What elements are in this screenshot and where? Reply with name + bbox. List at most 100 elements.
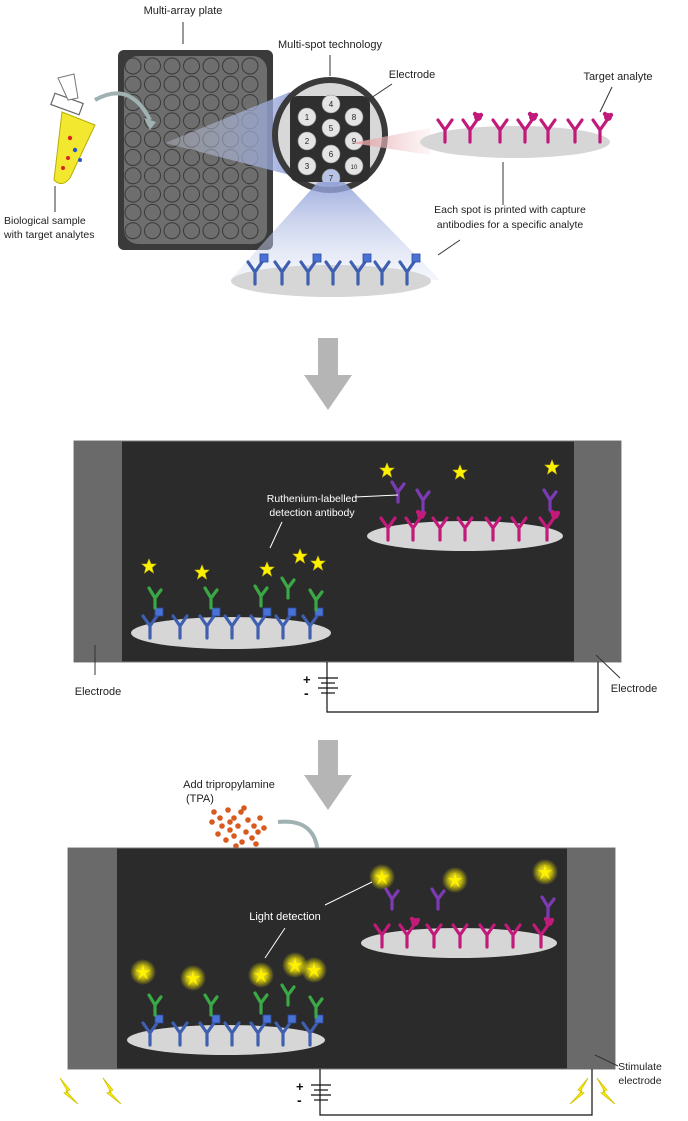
plate-well bbox=[202, 222, 220, 240]
electrode-label-top: Electrode bbox=[389, 69, 435, 81]
plate-well bbox=[124, 203, 142, 221]
spot-8 bbox=[344, 107, 364, 127]
spot-number-10: 10 bbox=[351, 165, 358, 171]
tpa-line2: (TPA) bbox=[186, 793, 214, 805]
glowing-star-icon bbox=[247, 961, 275, 989]
plate-well bbox=[163, 112, 181, 130]
plate-well bbox=[144, 185, 161, 203]
electrode-block-right-3 bbox=[567, 848, 615, 1069]
plate-well bbox=[222, 203, 239, 221]
spot-number-1: 1 bbox=[305, 113, 310, 122]
plate-well bbox=[144, 130, 161, 148]
minus-sign-2: - bbox=[304, 685, 309, 701]
plate-well bbox=[144, 222, 161, 240]
tpa-dot bbox=[243, 829, 249, 835]
spot-number-3: 3 bbox=[305, 162, 310, 171]
tpa-dot bbox=[211, 809, 217, 815]
plate-well bbox=[124, 149, 142, 166]
electrode-block-right bbox=[574, 441, 621, 662]
lightning-bolt-icon-4 bbox=[596, 1077, 616, 1105]
spot-2 bbox=[297, 131, 317, 151]
spot-note-line1: Each spot is printed with capture bbox=[434, 204, 586, 216]
plate-well bbox=[183, 57, 200, 75]
plate-well bbox=[202, 167, 220, 185]
tpa-dot bbox=[215, 831, 221, 837]
spot-note-line2: antibodies for a specific analyte bbox=[437, 219, 584, 231]
zoom-beam bbox=[165, 92, 290, 175]
plate-well bbox=[163, 94, 181, 112]
plate-well bbox=[124, 222, 142, 240]
spot-3 bbox=[297, 156, 317, 176]
plate-well bbox=[124, 112, 142, 130]
down-arrow-1 bbox=[304, 338, 352, 410]
tpa-dot bbox=[261, 825, 267, 831]
plate-well bbox=[163, 149, 181, 166]
minus-sign-3: - bbox=[297, 1092, 302, 1108]
tpa-dot bbox=[239, 839, 245, 845]
plate-label: Multi-array plate bbox=[144, 5, 223, 17]
plate-well bbox=[222, 94, 239, 112]
plate-well bbox=[144, 75, 161, 93]
plate-well bbox=[144, 149, 161, 166]
plus-sign-2: + bbox=[303, 672, 311, 687]
plate-well bbox=[144, 112, 161, 130]
plate-well bbox=[163, 185, 181, 203]
plate-well bbox=[163, 222, 181, 240]
plate-well bbox=[183, 167, 200, 185]
plate-well bbox=[202, 203, 220, 221]
down-arrow-2 bbox=[304, 740, 352, 810]
spot-number-2: 2 bbox=[305, 137, 310, 146]
plate-well bbox=[183, 203, 200, 221]
plate-well bbox=[144, 94, 161, 112]
sample-tube bbox=[50, 73, 96, 184]
electrode-block-left bbox=[74, 441, 122, 662]
plate-well bbox=[241, 167, 259, 185]
plate-well bbox=[222, 222, 239, 240]
spot-number-6: 6 bbox=[329, 150, 334, 159]
plate-well bbox=[241, 222, 259, 240]
tpa-dot bbox=[235, 823, 241, 829]
glowing-star-icon bbox=[368, 863, 396, 891]
tpa-dot bbox=[253, 841, 259, 847]
tpa-dot bbox=[225, 807, 231, 813]
lightning-bolt-icon-3 bbox=[569, 1077, 589, 1105]
plate-well bbox=[124, 130, 142, 148]
target-label: Target analyte bbox=[583, 71, 652, 83]
blue-beam bbox=[230, 182, 440, 280]
spot-number-5: 5 bbox=[329, 124, 334, 133]
spot-4 bbox=[321, 94, 341, 114]
plate-well bbox=[183, 112, 200, 130]
plate-well bbox=[163, 75, 181, 93]
plate-well bbox=[183, 222, 200, 240]
plate-well bbox=[124, 185, 142, 203]
plus-sign-3: + bbox=[296, 1079, 304, 1094]
spot-10 bbox=[344, 156, 364, 176]
tpa-dot bbox=[231, 815, 237, 821]
plate-well bbox=[163, 57, 181, 75]
plate-well bbox=[241, 185, 259, 203]
multispot-label: Multi-spot technology bbox=[278, 39, 382, 51]
tpa-dot bbox=[223, 837, 229, 843]
plate-well bbox=[202, 94, 220, 112]
tpa-dot bbox=[249, 835, 255, 841]
tpa-dot bbox=[219, 823, 225, 829]
ruthenium-line2: detection antibody bbox=[269, 507, 355, 519]
panel-3: Add tripropylamine (TPA) Light detection… bbox=[59, 779, 662, 1116]
tpa-line1: Add tripropylamine bbox=[183, 779, 275, 791]
plate-well bbox=[183, 185, 200, 203]
plate-well bbox=[163, 167, 181, 185]
tpa-dot bbox=[227, 819, 233, 825]
ruthenium-line1: Ruthenium-labelled bbox=[267, 493, 358, 505]
plate-well bbox=[222, 185, 239, 203]
glowing-star-icon bbox=[129, 958, 157, 986]
glowing-star-icon bbox=[531, 858, 559, 886]
glowing-star-icon bbox=[179, 964, 207, 992]
tpa-dot bbox=[257, 815, 263, 821]
plate-well bbox=[202, 185, 220, 203]
sample-label-line1: Biological sample bbox=[4, 215, 86, 227]
red-beam bbox=[352, 128, 430, 155]
tpa-dot bbox=[251, 823, 257, 829]
spot-number-9: 9 bbox=[352, 137, 357, 146]
tpa-dot bbox=[231, 833, 237, 839]
